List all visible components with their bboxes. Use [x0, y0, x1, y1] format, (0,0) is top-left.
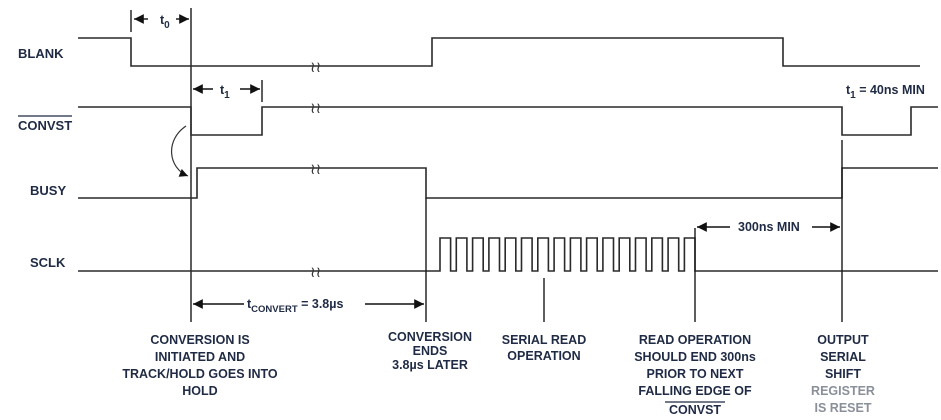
sclk-line [78, 237, 938, 272]
note-serial-read: SERIAL READ OPERATION [502, 333, 587, 363]
svg-text:CONVERSION IS: CONVERSION IS [150, 333, 249, 347]
min300-label: 300ns MIN [738, 220, 800, 234]
note-shift-reset: OUTPUT SERIAL SHIFT REGISTER IS RESET [811, 333, 875, 415]
svg-text:IS RESET: IS RESET [815, 401, 872, 415]
svg-text:PRIOR TO NEXT: PRIOR TO NEXT [646, 367, 743, 381]
break-marker-busy: ≀≀ [310, 160, 321, 178]
note-conversion-start: CONVERSION IS INITIATED AND TRACK/HOLD G… [122, 333, 278, 398]
t0-label: t0 [160, 13, 170, 31]
svg-text:REGISTER: REGISTER [811, 384, 875, 398]
t1-spec-label: t1 = 40ns MIN [846, 83, 925, 101]
t1-label: t1 [220, 83, 230, 101]
svg-text:OUTPUT: OUTPUT [817, 333, 869, 347]
busy-waveform [78, 167, 938, 199]
svg-text:SERIAL READ: SERIAL READ [502, 333, 587, 347]
convst-waveform [78, 106, 938, 136]
svg-text:SHIFT: SHIFT [825, 367, 861, 381]
break-marker-blank: ≀≀ [310, 58, 321, 76]
svg-text:HOLD: HOLD [182, 384, 217, 398]
note-read-end: READ OPERATION SHOULD END 300ns PRIOR TO… [634, 333, 756, 417]
causal-arrow [171, 125, 189, 177]
svg-text:CONVERSION: CONVERSION [388, 330, 472, 344]
tconvert-label: tCONVERT = 3.8µs [247, 297, 343, 315]
note-conversion-end: CONVERSION ENDS 3.8µs LATER [388, 330, 472, 372]
break-marker-sclk: ≀≀ [310, 263, 321, 281]
break-marker-convst: ≀≀ [310, 99, 321, 117]
signal-label-blank: BLANK [18, 46, 64, 61]
signal-label-busy: BUSY [30, 183, 66, 198]
sclk-waveform [78, 237, 938, 272]
svg-text:READ OPERATION: READ OPERATION [639, 333, 751, 347]
signal-label-sclk: SCLK [30, 255, 66, 270]
svg-text:INITIATED AND: INITIATED AND [155, 350, 245, 364]
svg-text:3.8µs LATER: 3.8µs LATER [392, 358, 468, 372]
svg-text:TRACK/HOLD GOES INTO: TRACK/HOLD GOES INTO [122, 367, 278, 381]
svg-text:OPERATION: OPERATION [507, 349, 580, 363]
svg-text:FALLING EDGE OF: FALLING EDGE OF [638, 384, 752, 398]
svg-text:ENDS: ENDS [413, 344, 448, 358]
svg-text:SHOULD END 300ns: SHOULD END 300ns [634, 350, 756, 364]
blank-waveform [78, 37, 920, 67]
note-read-end-signal: CONVST [669, 403, 721, 417]
svg-text:SERIAL: SERIAL [820, 350, 866, 364]
signal-label-convst: CONVST [18, 118, 72, 133]
